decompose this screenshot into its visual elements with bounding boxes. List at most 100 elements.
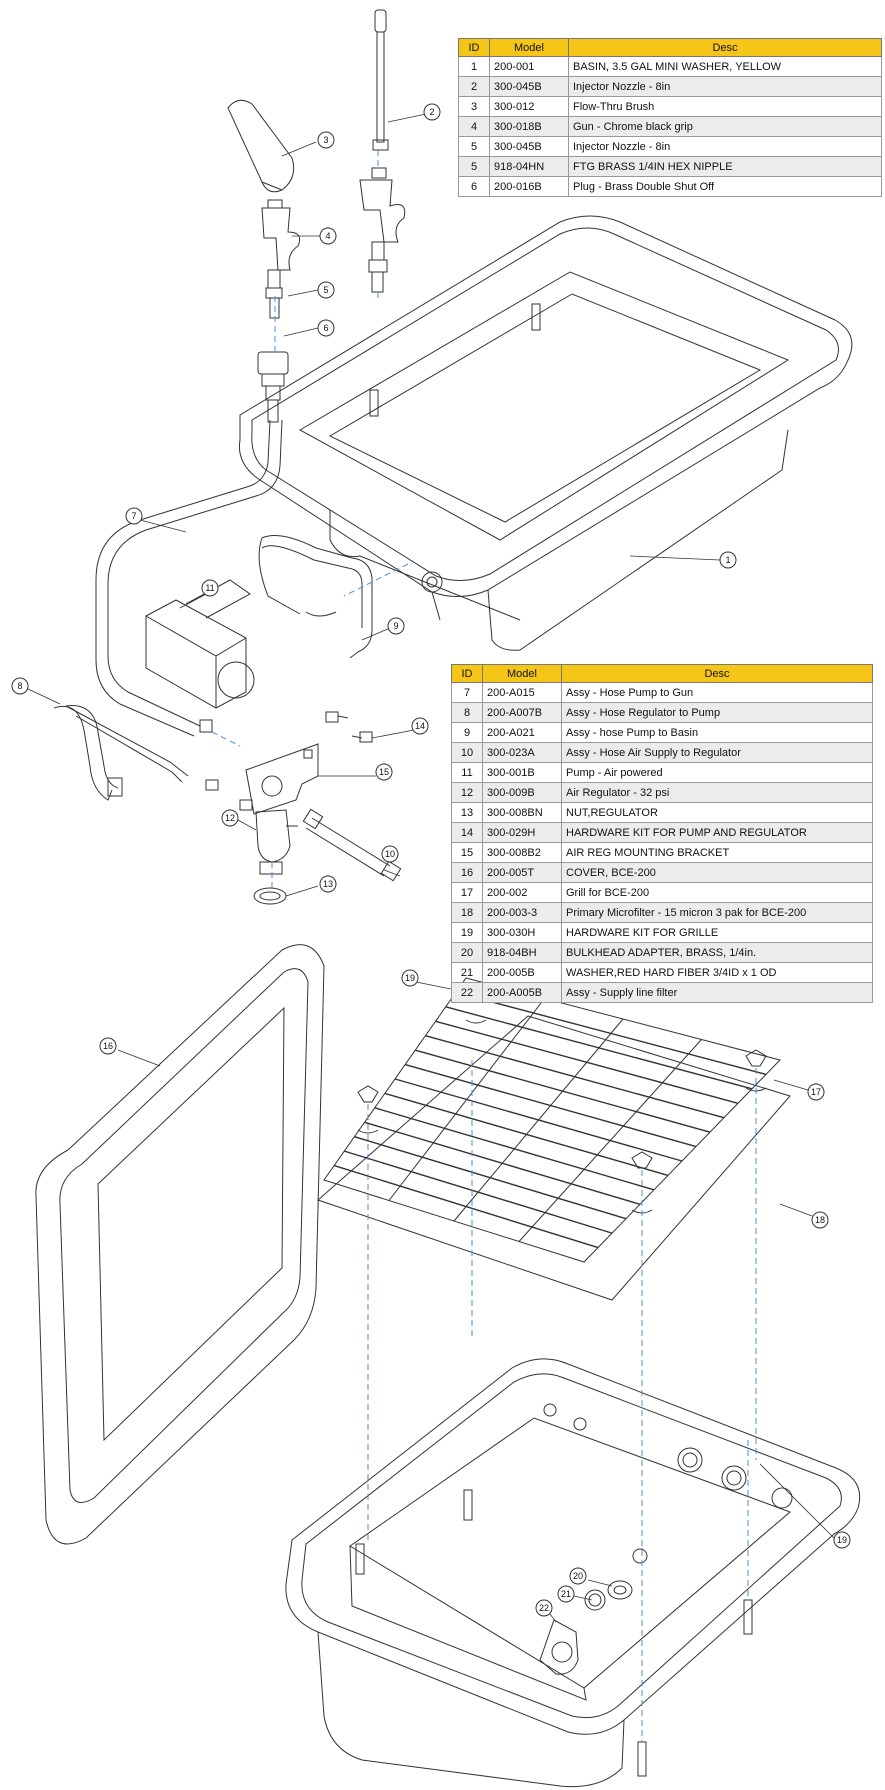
cell-id: 17: [451, 882, 483, 903]
cell-id: 5: [458, 156, 490, 177]
cell-id: 21: [451, 962, 483, 983]
callout-label: 19: [837, 1535, 847, 1545]
cell-desc: Assy - Hose Pump to Gun: [561, 682, 873, 703]
microfilter-sheet-part: [317, 1015, 791, 1301]
cell-id: 9: [451, 722, 483, 743]
callout-label: 22: [539, 1603, 549, 1613]
callout-label: 3: [323, 135, 328, 145]
cell-desc: COVER, BCE-200: [561, 862, 873, 883]
bulkhead-adapter-part: [607, 1580, 633, 1600]
cell-model: 200-005B: [482, 962, 562, 983]
callout-label: 12: [225, 813, 235, 823]
air-pump-part: [145, 579, 255, 733]
cell-desc: HARDWARE KIT FOR PUMP AND REGULATOR: [561, 822, 873, 843]
grill-cross-wire: [388, 998, 545, 1201]
callout-circle: [375, 763, 393, 781]
cell-desc: Assy - Hose Air Supply to Regulator: [561, 742, 873, 763]
callout-circle: [319, 875, 337, 893]
callout-label: 18: [815, 1215, 825, 1225]
col-desc-header: Desc: [561, 664, 873, 683]
col-model-header: Model: [489, 38, 569, 57]
callout-circle: [381, 845, 399, 863]
cell-desc: BASIN, 3.5 GAL MINI WASHER, YELLOW: [568, 56, 882, 77]
col-id-header: ID: [458, 38, 490, 57]
cell-id: 19: [451, 922, 483, 943]
cell-model: 300-023A: [482, 742, 562, 763]
callout-label: 7: [131, 511, 136, 521]
cell-model: 200-016B: [489, 176, 569, 197]
cell-model: 918-04HN: [489, 156, 569, 177]
callout-label: 16: [103, 1041, 113, 1051]
cell-desc: Plug - Brass Double Shut Off: [568, 176, 882, 197]
cell-model: 200-A021: [482, 722, 562, 743]
cell-desc: Gun - Chrome black grip: [568, 116, 882, 137]
cell-model: 300-008BN: [482, 802, 562, 823]
cell-desc: Injector Nozzle - 8in: [568, 136, 882, 157]
cell-id: 14: [451, 822, 483, 843]
cell-id: 16: [451, 862, 483, 883]
cell-desc: BULKHEAD ADAPTER, BRASS, 1/4in.: [561, 942, 873, 963]
cell-model: 300-012: [489, 96, 569, 117]
basin-bottom-part: [285, 1358, 861, 1788]
cell-id: 4: [458, 116, 490, 137]
cell-id: 11: [451, 762, 483, 783]
mounting-bracket-part: [245, 743, 319, 815]
cell-model: 200-001: [489, 56, 569, 77]
cell-model: 300-045B: [489, 76, 569, 97]
cell-id: 3: [458, 96, 490, 117]
spray-gun-left-part: [261, 199, 301, 319]
callout-label: 8: [17, 681, 22, 691]
injector-nozzle-part: [372, 9, 389, 151]
cell-id: 6: [458, 176, 490, 197]
hose-air-supply-to-regulator-part: [302, 808, 402, 882]
cell-desc: Air Regulator - 32 psi: [561, 782, 873, 803]
cell-desc: Flow-Thru Brush: [568, 96, 882, 117]
cell-id: 22: [451, 982, 483, 1003]
cell-id: 15: [451, 842, 483, 863]
callout-circle: [99, 1037, 117, 1055]
callout-circle: [387, 617, 405, 635]
hose-pump-to-basin-part: [258, 535, 373, 659]
cell-desc: FTG BRASS 1/4IN HEX NIPPLE: [568, 156, 882, 177]
callout-circle: [317, 319, 335, 337]
cell-model: 300-029H: [482, 822, 562, 843]
callout-circle: [201, 579, 219, 597]
double-shut-off-plug-part: [257, 351, 289, 423]
callout-circle: [319, 227, 337, 245]
cover-frame-part: [35, 944, 325, 1545]
callout-circle: [221, 809, 239, 827]
cell-desc: Assy - Hose Regulator to Pump: [561, 702, 873, 723]
callout-label: 15: [379, 767, 389, 777]
cell-id: 13: [451, 802, 483, 823]
callout-circle: [569, 1567, 587, 1585]
cell-id: 20: [451, 942, 483, 963]
callout-circle: [317, 131, 335, 149]
flow-thru-brush-part: [227, 99, 295, 193]
cell-id: 8: [451, 702, 483, 723]
spray-gun-right-part: [359, 167, 406, 293]
cell-desc: Assy - hose Pump to Basin: [561, 722, 873, 743]
callout-circle: [833, 1531, 851, 1549]
hose-regulator-to-pump-part: [53, 705, 189, 801]
grill-cross-wire: [518, 1039, 702, 1242]
cell-model: 300-030H: [482, 922, 562, 943]
callout-circle: [719, 551, 737, 569]
callout-label: 20: [573, 1571, 583, 1581]
cell-model: 300-008B2: [482, 842, 562, 863]
cell-model: 200-A007B: [482, 702, 562, 723]
callout-circle: [423, 103, 441, 121]
cell-desc: Injector Nozzle - 8in: [568, 76, 882, 97]
